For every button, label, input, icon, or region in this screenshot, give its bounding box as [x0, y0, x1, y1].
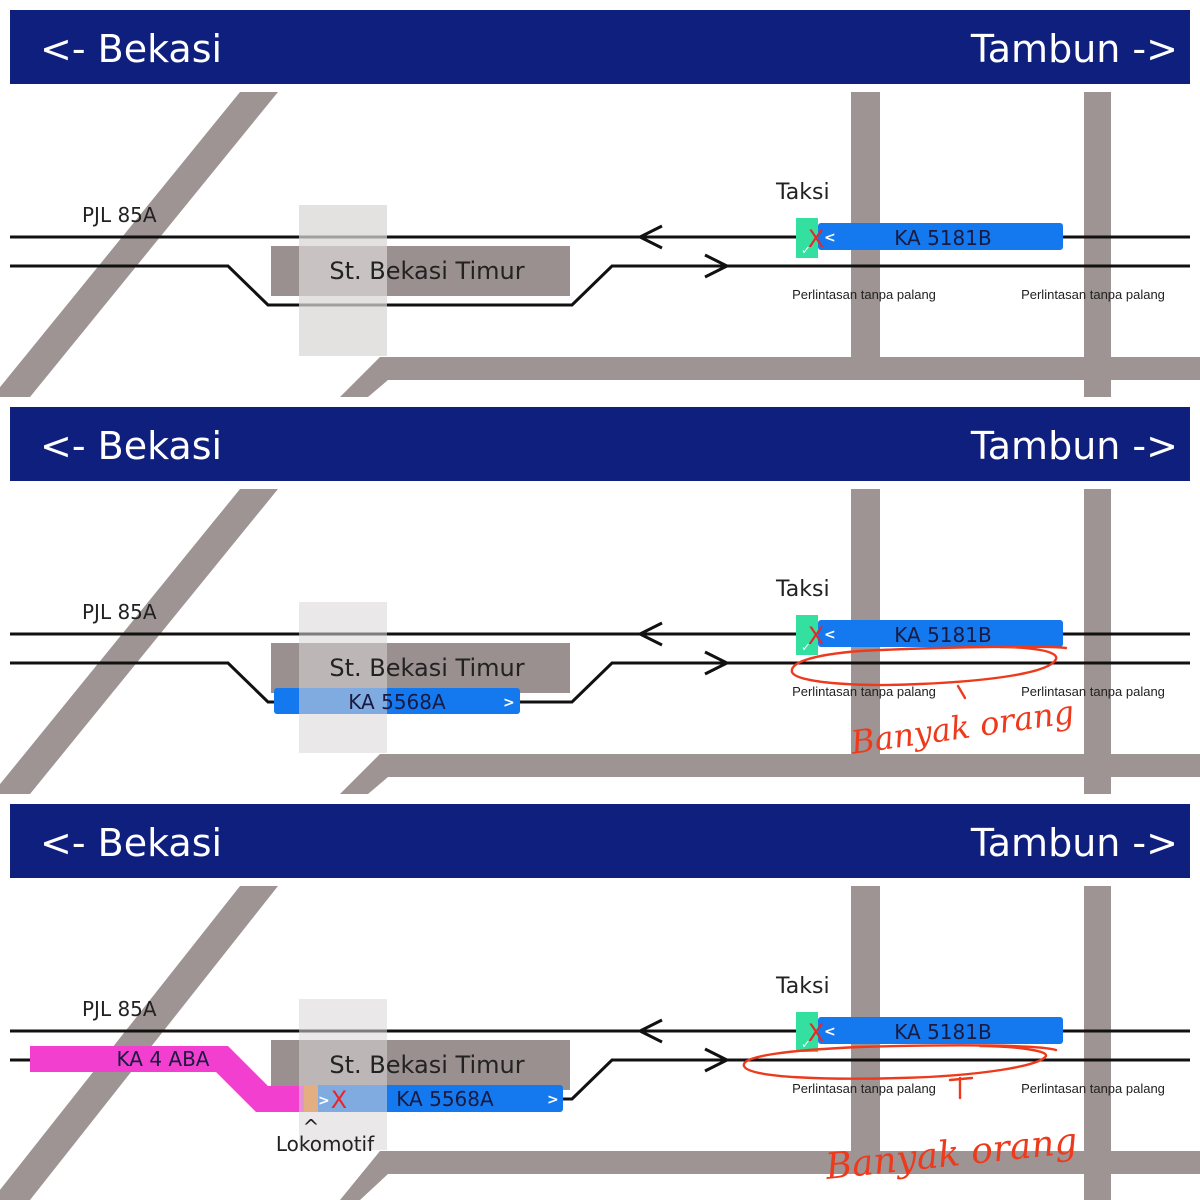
taxi-label: Taksi: [775, 180, 830, 205]
train-ka-5568a-label: KA 5568A: [396, 1087, 494, 1111]
vertical-road-2: [1084, 92, 1111, 397]
taxi-check-icon: ✓: [801, 1037, 811, 1051]
vertical-road-2: [1084, 886, 1111, 1200]
blocked-x-icon: X: [808, 622, 824, 650]
header-left-label: <- Bekasi: [40, 821, 222, 865]
pjl-label: PJL 85A: [82, 203, 157, 227]
panel-1-diagram: <- Bekasi Tambun -> St. Bekasi Timur PJL…: [0, 10, 1200, 397]
taxi-label: Taksi: [775, 577, 830, 602]
blocked-x-icon: X: [808, 225, 824, 253]
vertical-road-2: [1084, 489, 1111, 794]
diagonal-road: [0, 92, 278, 397]
header-right-label: Tambun ->: [970, 27, 1178, 71]
train-ka-5181b-label: KA 5181B: [894, 1020, 991, 1044]
locomotive-arrow: >: [318, 1093, 330, 1109]
train-ka-4-aba: [30, 1046, 310, 1112]
lower-track: [10, 264, 1190, 307]
lower-road: [340, 754, 1200, 794]
train-ka-5181b-arrow: <: [824, 1024, 836, 1040]
train-ka-5181b-arrow: <: [824, 230, 836, 246]
crossing-label-left: Perlintasan tanpa palang: [792, 684, 936, 699]
platform-overlay: [299, 205, 387, 356]
lower-track: [10, 661, 1190, 704]
blocked-x-icon-station: X: [331, 1086, 347, 1114]
panel-3-diagram: <- Bekasi Tambun -> KA 4 ABA > X KA 5568…: [0, 804, 1200, 1200]
train-ka-5568a-arrow: >: [547, 1092, 559, 1108]
panel-2: <- Bekasi Tambun -> KA 5568A > St. Bekas…: [0, 397, 1200, 794]
crossing-label-right: Perlintasan tanpa palang: [1021, 287, 1165, 302]
taxi-check-icon: ✓: [801, 243, 811, 257]
train-ka-5181b: [818, 223, 1063, 250]
taxi-check-icon: ✓: [801, 640, 811, 654]
lower-road: [340, 1151, 1200, 1200]
header-right-label: Tambun ->: [970, 821, 1178, 865]
panel-3: <- Bekasi Tambun -> KA 4 ABA > X KA 5568…: [0, 794, 1200, 1200]
station-label: St. Bekasi Timur: [329, 257, 524, 285]
upper-direction-arrow: [636, 1018, 663, 1044]
station-label: St. Bekasi Timur: [329, 654, 524, 682]
taxi-label: Taksi: [775, 974, 830, 999]
header-right-label: Tambun ->: [970, 424, 1178, 468]
taxi-block: [796, 218, 818, 258]
taxi-block: [796, 1012, 818, 1052]
crossing-label-left: Perlintasan tanpa palang: [792, 287, 936, 302]
lower-direction-arrow: [704, 650, 731, 676]
lower-direction-arrow: [704, 1047, 731, 1073]
panel-header: [10, 407, 1190, 481]
annotation-circle: [742, 1044, 1058, 1080]
train-ka-4-aba-label: KA 4 ABA: [117, 1047, 210, 1071]
crossing-label-right: Perlintasan tanpa palang: [1021, 684, 1165, 699]
train-ka-5181b: [818, 1017, 1063, 1044]
train-ka-5181b-arrow: <: [824, 627, 836, 643]
station-label: St. Bekasi Timur: [329, 1051, 524, 1079]
crossing-label-right: Perlintasan tanpa palang: [1021, 1081, 1165, 1096]
pjl-label: PJL 85A: [82, 997, 157, 1021]
taxi-block: [796, 615, 818, 655]
train-ka-5568a-arrow: >: [503, 695, 515, 711]
platform-overlay: [299, 999, 387, 1150]
pjl-label: PJL 85A: [82, 600, 157, 624]
lower-direction-arrow: [704, 253, 731, 279]
upper-direction-arrow: [636, 621, 663, 647]
diagonal-road: [0, 886, 278, 1200]
diagonal-road: [0, 489, 278, 794]
header-left-label: <- Bekasi: [40, 27, 222, 71]
locomotive-caret: ^: [303, 1115, 320, 1139]
upper-direction-arrow: [636, 224, 663, 250]
blocked-x-icon: X: [808, 1019, 824, 1047]
annotation-pointer-bar: [948, 1076, 974, 1082]
panel-header: [10, 10, 1190, 84]
train-ka-5181b-label: KA 5181B: [894, 226, 991, 250]
lower-road: [340, 357, 1200, 397]
header-left-label: <- Bekasi: [40, 424, 222, 468]
train-ka-5568a-label: KA 5568A: [348, 690, 446, 714]
annotation-pointer: [956, 684, 967, 700]
platform-overlay: [299, 602, 387, 753]
train-ka-5181b-label: KA 5181B: [894, 623, 991, 647]
locomotive-label: Lokomotif: [276, 1132, 375, 1156]
panel-2-diagram: <- Bekasi Tambun -> KA 5568A > St. Bekas…: [0, 407, 1200, 794]
annotation-text: Banyak orang: [848, 693, 1077, 762]
panel-header: [10, 804, 1190, 878]
train-ka-5181b: [818, 620, 1063, 647]
crossing-label-left: Perlintasan tanpa palang: [792, 1081, 936, 1096]
panel-1: <- Bekasi Tambun -> St. Bekasi Timur PJL…: [0, 0, 1200, 397]
annotation-circle: [790, 645, 1068, 687]
